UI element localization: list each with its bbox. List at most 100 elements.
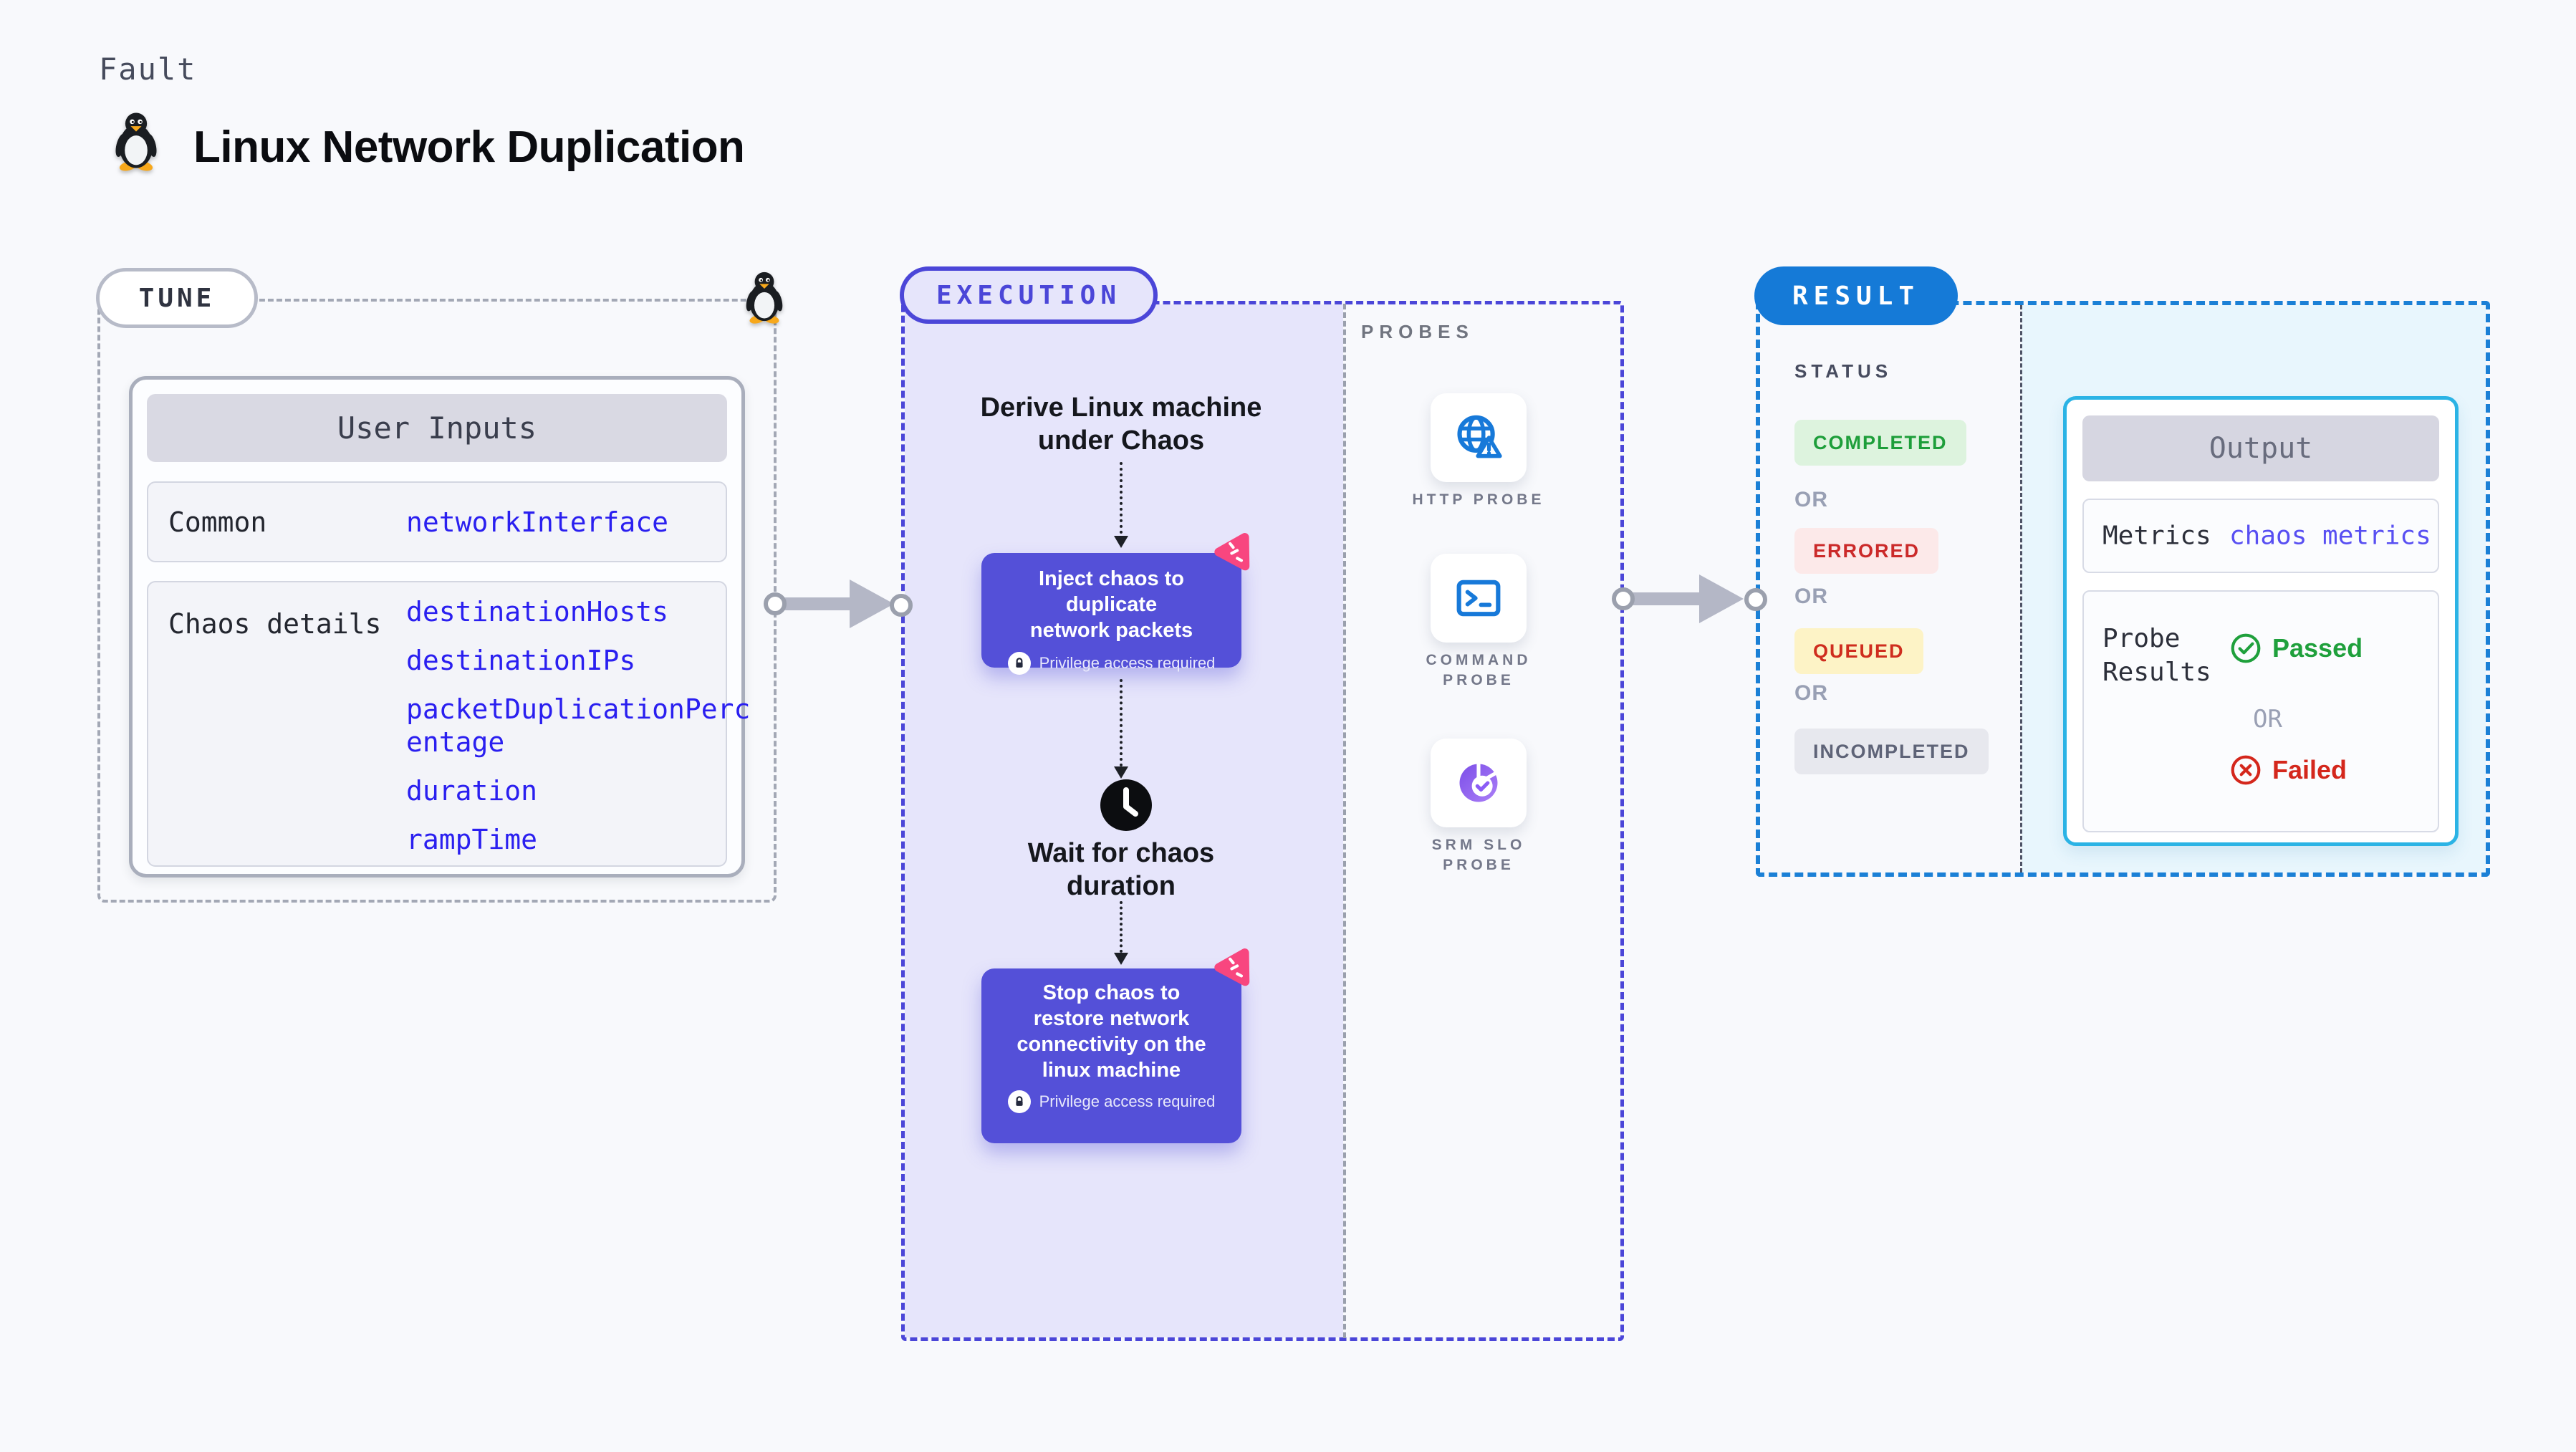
privilege-label: Privilege access required <box>1039 1092 1216 1110</box>
passed-label: Passed <box>2272 633 2363 663</box>
globe-alert-icon <box>1457 415 1502 458</box>
status-badge-queued: QUEUED <box>1794 628 1923 674</box>
verdict-passed: Passed <box>2229 632 2363 665</box>
step-text-line: Inject chaos to duplicate <box>1038 567 1185 616</box>
probe-card-http <box>1431 393 1527 482</box>
or-separator: OR <box>1794 585 1828 608</box>
clock-icon <box>1100 779 1152 831</box>
param-value: destinationHosts <box>406 596 669 628</box>
probe-label-line: PROBE <box>1443 672 1514 688</box>
user-inputs-row-chaos-details: Chaos details destinationHosts destinati… <box>147 581 750 867</box>
execution-probes-divider <box>1343 304 1346 1338</box>
privilege-row: Privilege access required <box>981 652 1241 675</box>
slo-pie-check-icon <box>1459 762 1498 802</box>
user-inputs-header: User Inputs <box>147 394 727 462</box>
terminal-icon <box>1456 580 1501 617</box>
connector-dot <box>764 592 787 615</box>
user-inputs-card: User Inputs Common networkInterface Chao… <box>129 376 750 878</box>
check-circle-icon <box>2231 633 2261 663</box>
or-separator: OR <box>1794 681 1828 705</box>
user-inputs-row-common: Common networkInterface <box>147 481 727 562</box>
arrowhead-icon <box>1114 536 1128 548</box>
metrics-row: Metrics chaos metrics <box>2082 499 2439 573</box>
output-card: Output Metrics chaos metrics Probe Resul… <box>2063 396 2459 846</box>
connector-dot <box>890 594 913 617</box>
arrowhead-icon <box>1699 574 1744 623</box>
fault-kind-label: Fault <box>99 52 197 87</box>
step-derive-machine: Derive Linux machine under Chaos <box>963 391 1279 457</box>
chaos-triangle-icon <box>1214 948 1250 986</box>
flow-connector <box>1120 462 1123 534</box>
execution-section-pill: EXECUTION <box>900 266 1158 324</box>
arrow-execution-to-result <box>1623 592 1702 605</box>
probe-label-line: SRM SLO <box>1431 837 1526 853</box>
param-value: duration <box>406 775 538 807</box>
label-line: Results <box>2102 658 2211 687</box>
step-text-line: Derive Linux machine <box>980 393 1262 423</box>
step-text-line: network packets <box>1029 619 1193 642</box>
verdict-failed: Failed <box>2229 754 2347 787</box>
probe-results-label: Probe Results <box>2102 622 2211 689</box>
chaos-params-list: destinationHosts destinationIPs packetDu… <box>406 595 751 872</box>
tux-penguin-icon <box>746 271 783 324</box>
probe-results-row: Probe Results Passed OR Failed <box>2082 590 2439 832</box>
metrics-label: Metrics <box>2102 521 2211 551</box>
probe-card-command <box>1431 554 1527 643</box>
step-text-line: restore network <box>1033 1007 1190 1030</box>
param-value: packetDuplicationPercentage <box>406 693 751 758</box>
step-title: Stop chaos to restore network connectivi… <box>981 980 1241 1083</box>
step-inject-chaos: Inject chaos to duplicate network packet… <box>981 553 1241 675</box>
probes-section-label: PROBES <box>1361 321 1474 342</box>
probe-label-srm-slo: SRM SLO PROBE <box>1345 835 1613 875</box>
arrowhead-icon <box>1114 953 1128 965</box>
probe-card-srm-slo <box>1431 739 1527 827</box>
step-text-line: connectivity on the <box>1017 1033 1206 1056</box>
failed-label: Failed <box>2272 755 2347 784</box>
probe-label-line: COMMAND <box>1426 652 1532 668</box>
param-value: rampTime <box>406 824 538 855</box>
flow-connector <box>1120 901 1123 953</box>
or-separator: OR <box>1794 488 1828 511</box>
connector-dot <box>1612 587 1635 610</box>
connector-dot <box>1744 588 1767 611</box>
step-title: Inject chaos to duplicate network packet… <box>981 566 1241 643</box>
privilege-row: Privilege access required <box>981 1090 1241 1113</box>
label-line: Probe <box>2102 624 2181 653</box>
x-circle-icon <box>2231 755 2261 785</box>
chaos-metrics-link[interactable]: chaos metrics <box>2229 521 2431 551</box>
tux-penguin-icon <box>115 112 157 171</box>
step-text-line: Wait for chaos <box>1027 838 1215 868</box>
step-stop-chaos: Stop chaos to restore network connectivi… <box>981 968 1241 1143</box>
step-text-line: linux machine <box>1042 1059 1181 1082</box>
probe-label-line: PROBE <box>1443 857 1514 873</box>
probe-label-command: COMMAND PROBE <box>1345 650 1613 691</box>
status-badge-incompleted: INCOMPLETED <box>1794 729 1989 774</box>
result-section-pill: RESULT <box>1754 266 1958 325</box>
status-heading: STATUS <box>1794 360 1893 382</box>
or-separator: OR <box>2253 705 2282 734</box>
row-label: Common <box>168 506 267 538</box>
privilege-label: Privilege access required <box>1039 654 1216 672</box>
lock-icon <box>1007 1090 1031 1113</box>
output-header: Output <box>2082 415 2439 481</box>
step-text-line: under Chaos <box>1037 425 1205 456</box>
step-wait-duration: Wait for chaos duration <box>1014 837 1229 903</box>
step-text-line: Stop chaos to <box>1042 981 1181 1004</box>
step-text-line: duration <box>1067 871 1176 901</box>
arrowhead-icon <box>850 580 894 628</box>
param-value: networkInterface <box>406 506 669 538</box>
lock-icon <box>1007 652 1031 675</box>
status-badge-errored: ERRORED <box>1794 528 1939 574</box>
tune-section-pill: TUNE <box>96 268 258 328</box>
param-value: destinationIPs <box>406 645 636 676</box>
page-title: Linux Network Duplication <box>193 122 745 172</box>
probe-label-line: HTTP PROBE <box>1412 491 1545 508</box>
status-output-divider <box>2020 305 2022 872</box>
execution-section-box <box>901 301 1624 1341</box>
flow-connector <box>1120 679 1123 766</box>
row-label: Chaos details <box>168 608 382 640</box>
chaos-triangle-icon <box>1214 533 1250 571</box>
arrow-tune-to-execution <box>775 597 851 610</box>
arrowhead-icon <box>1114 766 1128 779</box>
